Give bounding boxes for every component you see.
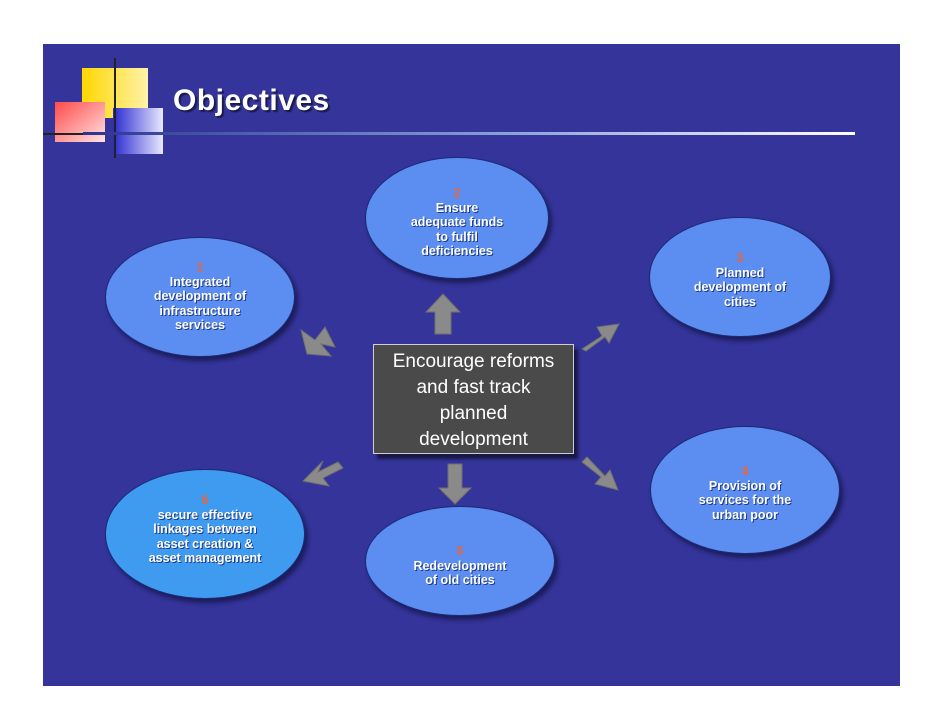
title-underline [83,132,855,135]
objective-text: Redevelopment of old cities [413,558,507,588]
slide-title: Objectives [173,84,330,117]
objective-number: 4 [741,464,749,478]
arrow-down [437,463,473,505]
slide: Objectives 1 Integrated development [43,44,900,686]
objective-text: Provision of services for the urban poor [698,478,792,522]
objective-number: 5 [456,544,464,558]
objective-text: Integrated development of infrastructure… [153,274,247,333]
objective-node-6: 6 secure effective linkages between asse… [105,469,305,599]
objective-node-4: 4 Provision of services for the urban po… [650,426,840,554]
objective-text: Ensure adequate funds to fulfil deficien… [410,200,504,259]
connector-arrows [300,293,620,505]
objective-number: 3 [736,251,744,265]
center-goal-box: Encourage reforms and fast track planned… [373,344,574,454]
objective-text: secure effective linkages between asset … [148,507,262,566]
objective-number: 6 [201,493,209,507]
arrow-upper-right [580,323,620,352]
arrow-upper-left [300,326,336,357]
objective-number: 1 [196,260,204,274]
arrow-up [424,293,462,335]
decorative-squares [43,58,173,158]
arrow-lower-left [301,460,344,487]
objective-node-1: 1 Integrated development of infrastructu… [105,237,295,357]
objective-number: 2 [453,186,461,200]
arrow-lower-right [581,456,619,491]
objective-node-3: 3 Planned development of cities [649,217,831,337]
objective-node-5: 5 Redevelopment of old cities [365,506,555,616]
objective-text: Planned development of cities [693,265,787,309]
objective-node-2: 2 Ensure adequate funds to fulfil defici… [365,157,549,279]
